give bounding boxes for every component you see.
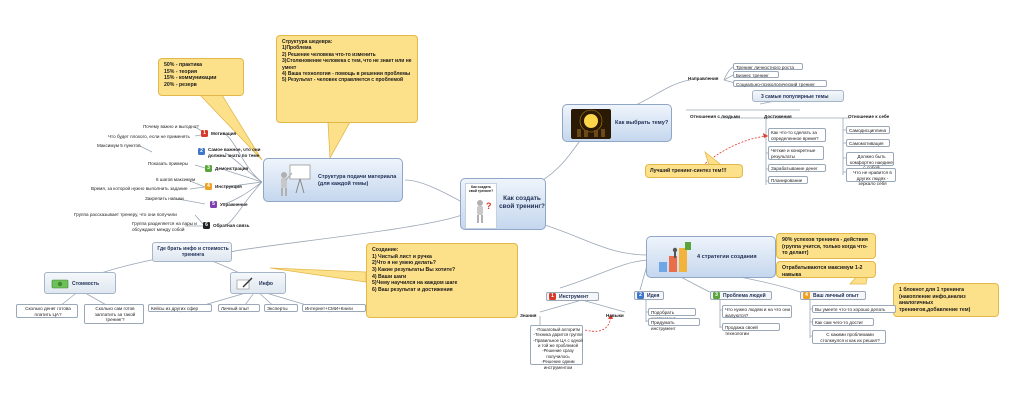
achieve-item: Зарабатывание денег xyxy=(768,164,826,172)
figure-with-question-icon: ? xyxy=(477,200,492,223)
priority-3-icon: 3 xyxy=(713,292,720,299)
info-item: Кейсы из других сфер xyxy=(148,304,212,312)
skills-label: Навыки xyxy=(606,313,624,318)
demo-item: Показать примеры xyxy=(148,161,188,166)
feedback-label: Обратная связь xyxy=(213,223,250,228)
structure-node[interactable]: Структура подачи материала (для каждой т… xyxy=(263,158,403,202)
achieve-item: Четкие и конкретные результаты xyxy=(768,146,824,160)
cost-item: Сколько денег готова платить ЦА? xyxy=(16,304,78,318)
central-topic-title: Как создать свой тренинг? xyxy=(499,195,545,210)
strategy-idea-node[interactable]: Идея xyxy=(634,291,664,300)
top3-topics-node[interactable]: 3 самые популярные темы xyxy=(752,90,844,102)
strategies-title: 4 стратегии создания xyxy=(697,254,757,260)
lightbulb-people-icon xyxy=(571,109,611,139)
problem-item: Что нужно людям и на что они жалуются? xyxy=(722,305,792,318)
tool-details: -Пошаговый алгоритм -Техника дарится гру… xyxy=(530,325,583,370)
info-item: Личный опыт xyxy=(218,304,260,312)
strategy-problem-node[interactable]: Проблема людей xyxy=(710,291,772,300)
self-relation-label: Отношение к себе xyxy=(848,114,890,119)
personal-item: С какими проблемами столкнулся и как их … xyxy=(812,330,886,344)
idea-item: Придумать инструмент xyxy=(648,318,700,331)
important-item: Максимум 5 пунктов xyxy=(97,143,141,148)
self-item: Самодисциплина xyxy=(846,126,890,134)
cost-item: Сколько сам готов заплатить за такой тре… xyxy=(84,304,144,324)
cost-node[interactable]: Стоимость xyxy=(44,272,116,294)
exercise-label: Упражнение xyxy=(220,202,248,207)
ratio-callout: 50% - практика 15% - теория 15% - коммун… xyxy=(158,58,244,96)
people-relations-label: Отношения с людьми xyxy=(690,114,740,119)
priority-2-icon: 2 xyxy=(637,292,644,299)
problem-item: Продажа своей технологии xyxy=(722,323,780,336)
central-image-caption: Как создать свой тренинг? xyxy=(468,185,494,193)
strategy-tool-node[interactable]: Инструмент xyxy=(546,292,599,301)
info-item: Интернет+СМИ+Книги xyxy=(302,304,366,312)
priority-1-icon: 1 xyxy=(201,130,208,137)
central-topic[interactable]: Как создать свой тренинг? ? Как создать … xyxy=(460,178,546,230)
priority-2-icon: 2 xyxy=(198,148,205,155)
cash-icon xyxy=(51,279,69,289)
feedback-item: Группа разделяется на пары и обсуждают м… xyxy=(132,221,197,232)
best-training-callout: Лучший тренинг-синтез тем!!! xyxy=(645,164,743,178)
choose-topic-node[interactable]: Как выбрать тему? xyxy=(562,104,672,142)
personal-item: Вы умеете что-то хорошо делать xyxy=(812,305,896,313)
priority-5-icon: 5 xyxy=(210,201,217,208)
demo-label: Демонстрация xyxy=(215,166,249,171)
building-blocks-icon xyxy=(655,240,695,276)
strategies-node[interactable]: 4 стратегии создания xyxy=(646,236,776,278)
self-item: Самомотивация xyxy=(846,139,890,147)
directions-label: Направления xyxy=(688,76,719,81)
direction-item: Тренинг личностного роста xyxy=(733,63,803,70)
self-item: Что не нравится в других людях - зеркало… xyxy=(846,168,896,186)
instruction-item: Время, за которой нужно выполнить задани… xyxy=(91,186,188,191)
pen-note-icon xyxy=(236,277,253,290)
priority-4-icon: 4 xyxy=(803,292,810,299)
priority-1-icon: 1 xyxy=(549,293,556,300)
motivation-item: Что будет плохого, если не применять xyxy=(108,134,190,139)
priority-3-icon: 3 xyxy=(205,165,212,172)
important-label: Самое важное, что они должны знать по те… xyxy=(208,147,261,158)
motivation-item: Почему важно и выгодно? xyxy=(143,124,199,129)
notebook-callout: 1 блокнот для 1 тренинга (накопление инф… xyxy=(893,283,999,317)
self-item: Должно быть комфортно наедине с собой xyxy=(846,152,894,170)
priority-4-icon: 4 xyxy=(205,183,212,190)
skills-callout: Отрабатываются максимум 1-2 навыка xyxy=(776,261,876,278)
strategy-personal-node[interactable]: Ваш личный опыт xyxy=(800,291,866,300)
idea-item: Подобрать инструмент xyxy=(648,308,696,321)
info-item: Эксперты xyxy=(264,304,298,312)
knowledge-label: Знания xyxy=(520,313,537,318)
personal-item: Как сам чего-то достиг xyxy=(812,318,874,326)
priority-6-icon: 6 xyxy=(203,222,210,229)
direction-item: Бизнес тренинг xyxy=(733,71,779,78)
presenter-board-icon xyxy=(274,163,314,199)
structure-title: Структура подачи материала (для каждой т… xyxy=(318,174,397,188)
info-cost-node[interactable]: Где брать инфо и стоимость тренинга xyxy=(152,242,232,262)
masterpiece-callout: Структура шедевра: 1)Проблема 2) Решение… xyxy=(276,35,418,123)
motivation-label: Мотивация xyxy=(211,131,237,136)
creation-callout: Создание: 1) Чистый лист и ручка 2)Что я… xyxy=(366,243,518,318)
feedback-item: Группа рассказывает тренеру, что они пол… xyxy=(74,212,177,217)
exercise-item: Закрепить навыки xyxy=(145,196,184,201)
svg-text:?: ? xyxy=(486,201,492,211)
instruction-item: 6 шагов максимум xyxy=(156,177,196,182)
choose-topic-title: Как выбрать тему? xyxy=(615,120,669,126)
achieve-item: Как что-то сделать за определенное время… xyxy=(768,128,826,142)
success-callout: 90% успехов тренинга - действия (группа … xyxy=(776,233,876,259)
achieve-item: Планирование xyxy=(768,176,808,184)
central-topic-image: Как создать свой тренинг? ? xyxy=(465,183,497,229)
info-node[interactable]: Инфо xyxy=(230,272,286,294)
achievements-label: Достижения xyxy=(764,114,792,119)
direction-item: Социально-психологический тренинг xyxy=(733,80,827,87)
instruction-label: Инструкция xyxy=(215,184,242,189)
